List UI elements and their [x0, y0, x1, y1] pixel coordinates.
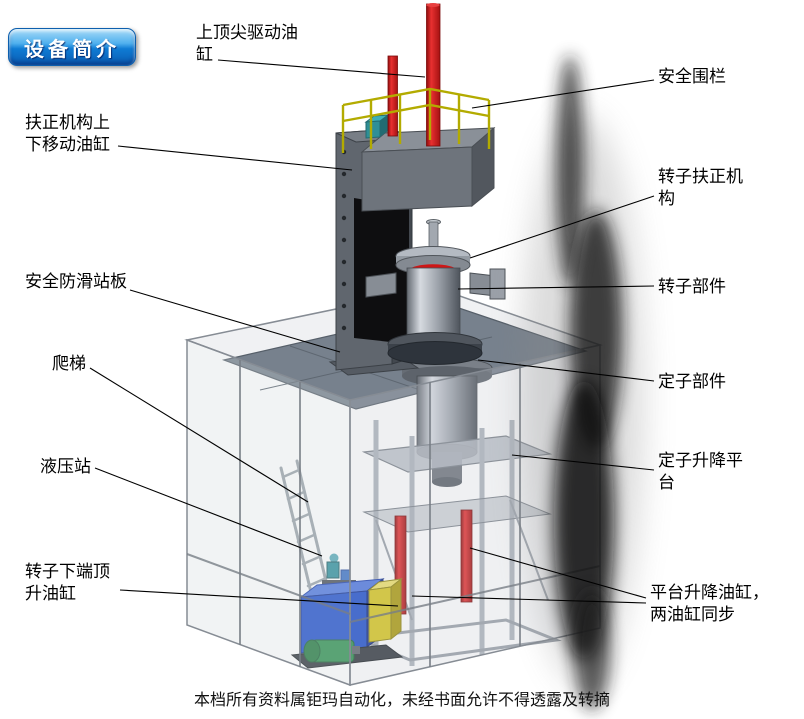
rotor-assembly [365, 219, 506, 365]
shadow-smudge [520, 55, 644, 710]
stator-lift-frame [350, 420, 562, 666]
safety-fence [341, 87, 491, 153]
righting-arm-left [365, 272, 397, 298]
title-badge-label: 设备简介 [24, 38, 120, 61]
rotor-body [406, 267, 461, 343]
sensor-box [365, 120, 381, 139]
lift-cylinder-right [460, 509, 473, 603]
head-box [360, 114, 496, 212]
label-safety-fence: 安全围栏 [658, 67, 726, 86]
label-rotor-part: 转子部件 [658, 277, 726, 296]
label-stator-lift-platform: 定子升降平台 [658, 451, 743, 493]
top-cylinder-main [426, 3, 441, 147]
footer-copyright: 本档所有资料属钜玛自动化，未经书面允许不得透露及转摘 [193, 692, 610, 709]
label-hydraulic-station: 液压站 [40, 457, 91, 476]
label-anti-slip-platform: 安全防滑站板 [25, 272, 127, 291]
title-badge: 设备简介 [8, 28, 136, 66]
label-ladder: 爬梯 [52, 354, 86, 373]
label-stator-part: 定子部件 [658, 372, 726, 391]
stator-body [416, 375, 478, 453]
label-platform-lift-cylinders: 平台升降油缸，两油缸同步 [650, 583, 769, 625]
column-window [354, 198, 409, 344]
label-rotor-righting-mech: 转子扶正机构 [658, 167, 743, 209]
leader-lines [89, 59, 655, 607]
label-righting-mech-cylinder: 扶正机构上下移动油缸 [25, 113, 110, 155]
label-top-spindle-cylinder: 上顶尖驱动油缸 [196, 23, 298, 65]
label-rotor-bottom-jack-cylinder: 转子下端顶升油缸 [25, 562, 110, 604]
